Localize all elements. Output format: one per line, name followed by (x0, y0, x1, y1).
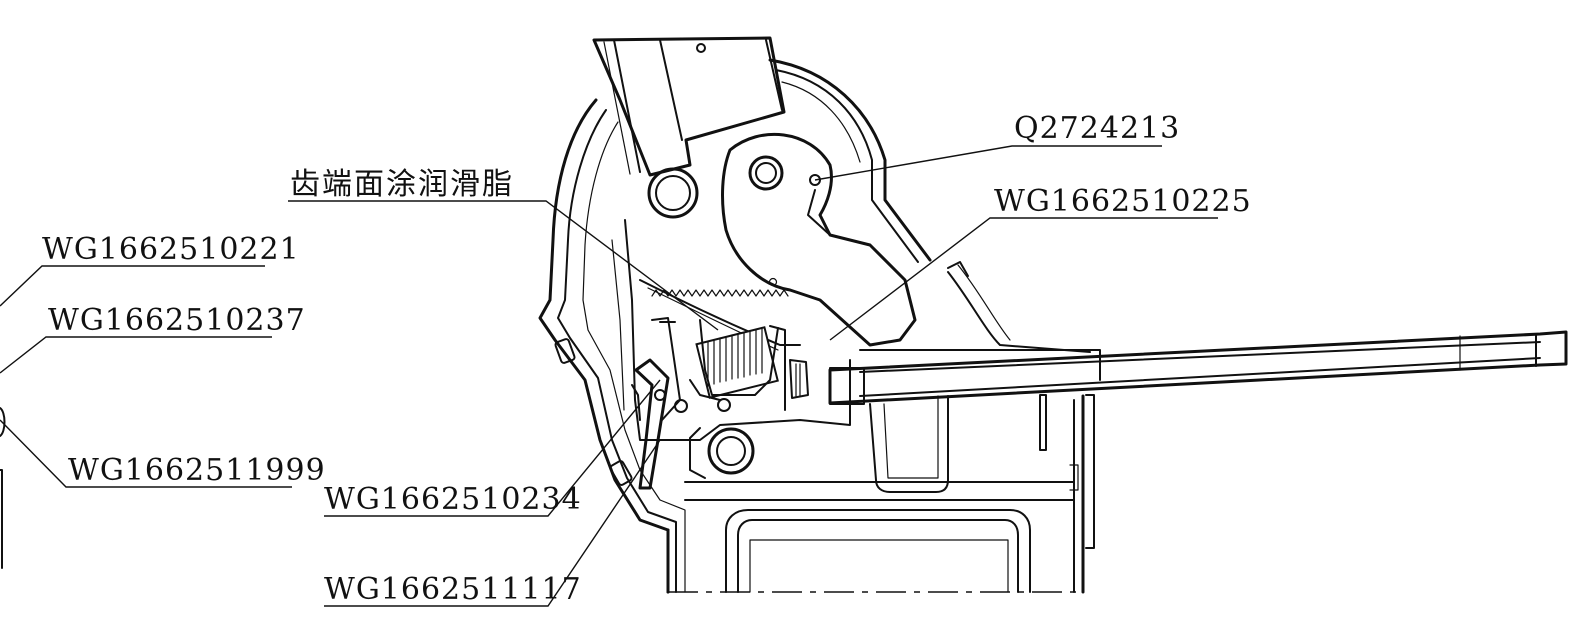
callout-wg1662511117: WG1662511117 (324, 572, 582, 607)
pivot-pin-upper (647, 167, 699, 219)
callout-wg1662510221: WG1662510221 (42, 232, 300, 267)
note-grease-gear-face: 齿端面涂润滑脂 (290, 167, 514, 202)
latch-pawl (631, 358, 670, 490)
cam-lever (721, 132, 917, 347)
callout-labels: Q2724213 WG1662510225 齿端面涂润滑脂 WG16625102… (42, 111, 1252, 607)
lower-body (666, 394, 1095, 594)
pivot-pin-lower (689, 427, 755, 479)
leader-lines (0, 145, 1218, 607)
upper-link (592, 36, 786, 177)
spring-coil (651, 317, 809, 421)
callout-wg1662510225: WG1662510225 (994, 184, 1252, 219)
left-edge-fragment (0, 407, 6, 569)
callout-wg1662510237: WG1662510237 (48, 303, 306, 338)
callout-wg1662511999: WG1662511999 (68, 453, 326, 488)
callout-q2724213: Q2724213 (1014, 111, 1180, 146)
handle-bar (828, 261, 1568, 405)
housing-outline (538, 58, 932, 594)
callout-wg1662510234: WG1662510234 (324, 482, 582, 517)
housing-slots (554, 338, 633, 486)
